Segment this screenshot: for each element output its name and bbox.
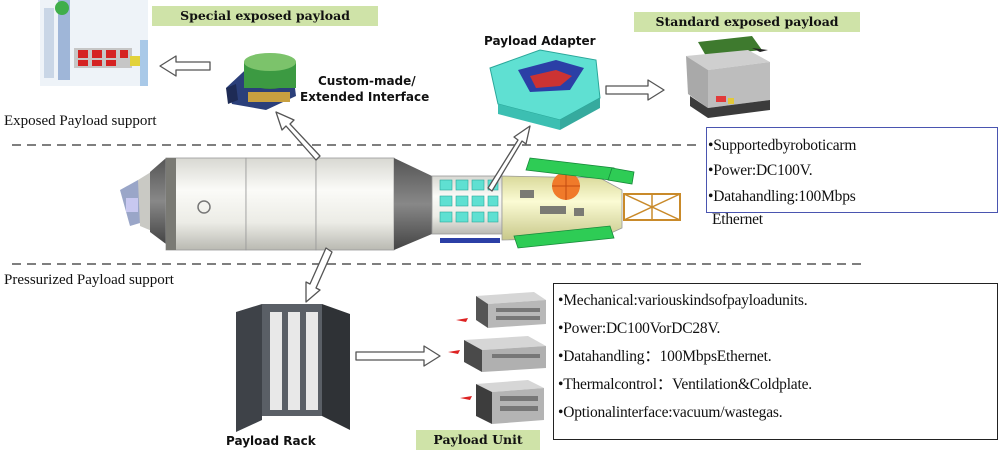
pressurized-info-line-thermal: •Thermalcontrol：Ventilation&Coldplate. [558, 376, 812, 393]
payload-rack-label: Payload Rack [226, 434, 316, 448]
pressurized-info-line-interface: •Optionalinterface:vacuum/wastegas. [558, 404, 783, 421]
exposed-info-box [706, 127, 998, 213]
standard-exposed-payload-label: Standard exposed payload [655, 14, 839, 29]
payload-unit-label: Payload Unit [433, 432, 523, 447]
payload-adapter-label: Payload Adapter [484, 34, 596, 48]
payload-rack-image [236, 304, 350, 432]
standard-exposed-payload-tag: Standard exposed payload [634, 12, 860, 32]
arrow-to-special-exposed [159, 55, 211, 77]
special-exposed-payload-image [40, 0, 148, 86]
payload-unit-tag: Payload Unit [416, 430, 540, 450]
custom-interface-image [226, 53, 296, 110]
exposed-payload-support-label: Exposed Payload support [4, 113, 157, 129]
custom-interface-label-line1: Custom-made/ [318, 74, 416, 88]
arrow-to-standard-exposed [605, 79, 665, 101]
exposed-info-line-robotic-arm: •Supportedbyroboticarm [708, 137, 857, 154]
special-exposed-payload-tag: Special exposed payload [152, 6, 378, 26]
arrow-to-custom-interface [275, 111, 321, 161]
pressurized-payload-support-label: Pressurized Payload support [4, 272, 174, 288]
exposed-info-line-power: •Power:DC100V. [708, 162, 813, 179]
pressurized-info-text: •Mechanical:variouskindsofpayloadunits. … [558, 287, 812, 427]
exposed-info-text: •Supportedbyroboticarm •Power:DC100V. •D… [708, 134, 856, 230]
pressurized-info-line-power: •Power:DC100VorDC28V. [558, 320, 721, 337]
exposed-info-line-ethernet: Ethernet [712, 211, 763, 228]
arrow-to-payload-adapter [487, 125, 531, 192]
custom-interface-label-line2: Extended Interface [300, 90, 430, 104]
arrow-to-payload-unit [355, 345, 441, 367]
space-station-image [120, 157, 681, 251]
pressurized-info-line-mechanical: •Mechanical:variouskindsofpayloadunits. [558, 292, 808, 309]
exposed-info-line-data: •Datahandling:100Mbps [708, 188, 856, 205]
arrow-to-payload-rack [305, 247, 333, 303]
payload-adapter-image [489, 49, 601, 130]
standard-exposed-payload-image [686, 36, 770, 118]
pressurized-info-box [553, 283, 998, 440]
pressurized-info-line-data: •Datahandling：100MbpsEthernet. [558, 348, 772, 365]
payload-units-image [448, 292, 546, 424]
special-exposed-payload-label: Special exposed payload [180, 8, 350, 23]
